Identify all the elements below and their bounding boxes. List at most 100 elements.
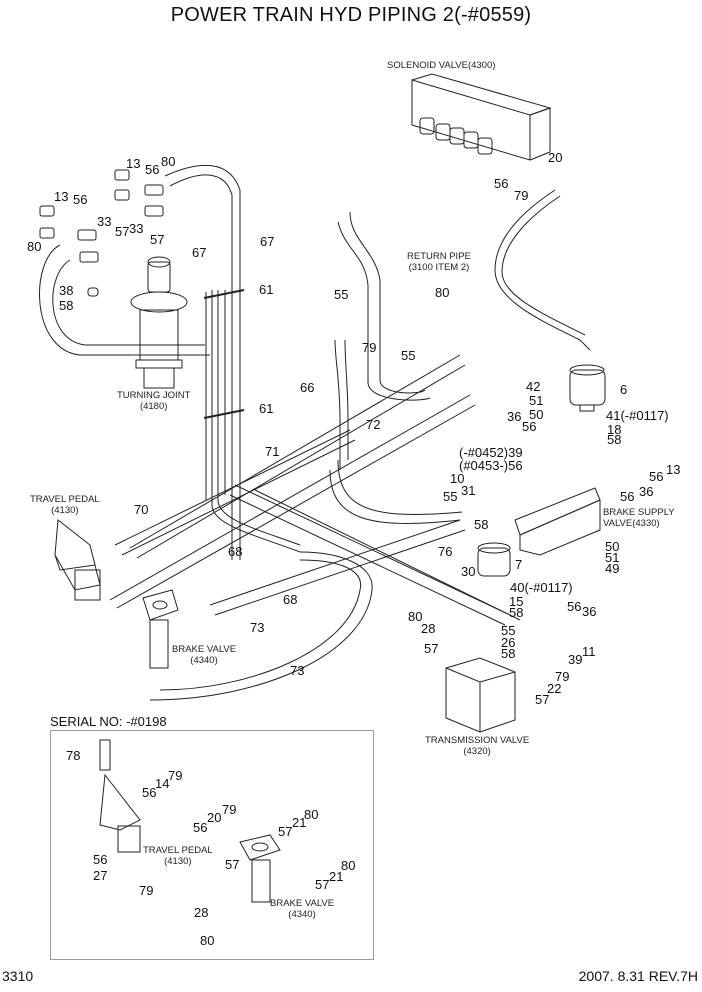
solenoid-valve-label: SOLENOID VALVE(4300) [387,60,496,71]
callout: 13 [126,156,141,171]
callout: (-#0452)39 [459,445,523,460]
callout: 58 [474,517,489,532]
callout: 56 [193,820,208,835]
callout: 57 [278,824,293,839]
turning-joint-label: TURNING JOINT (4180) [117,390,190,413]
callout: 38 [59,283,74,298]
return-pipe-shape [337,211,431,401]
callout: 11 [582,644,596,659]
callout: 56 [93,852,108,867]
callout: 20 [207,810,222,825]
inset-travel-pedal-label-line2: (4130) [164,856,192,868]
serial-number-label: SERIAL NO: -#0198 [50,714,167,729]
accumulator-6-shape [569,364,606,412]
callout: 80 [304,807,319,822]
inset-brake-valve-shape [239,834,281,903]
callout: 36 [582,604,597,619]
callout: 7 [515,557,523,572]
callout: 21 [329,869,344,884]
callout: 80 [435,285,450,300]
turning-joint-label-line1: TURNING JOINT [117,390,191,401]
callout: 57 [315,877,330,892]
turning-joint-label-line2: (4180) [139,401,168,413]
callout: 73 [250,620,265,635]
callout: 6 [620,382,628,397]
diagram-title: POWER TRAIN HYD PIPING 2(-#0559) [170,4,532,26]
callout: 79 [555,669,570,684]
brake-valve-label-line2: (4340) [190,655,218,667]
callout: 21 [292,815,307,830]
callout: 79 [514,188,529,203]
callout: 20 [548,150,563,165]
transmission-valve-shape [445,657,516,733]
callout: 41(-#0117) [606,408,669,423]
callout: 70 [134,502,149,517]
callout: 58 [59,298,74,313]
hose-left-loop [39,244,210,356]
callout: 55 [501,623,516,638]
callout: 56 [567,599,582,614]
return-pipe-label-line1: RETURN PIPE [407,251,471,262]
callout: 66 [300,380,315,395]
callout: 55 [401,348,416,363]
callout: 26 [501,635,516,650]
callout: 79 [362,340,377,355]
hose-crossings [109,339,521,701]
callout: 68 [283,592,298,607]
callout: 56 [522,419,537,434]
callout: 56 [142,785,157,800]
callout: 36 [507,409,522,424]
brake-supply-valve-label: BRAKE SUPPLY VALVE(4330) [603,507,675,530]
callout: 79 [139,883,154,898]
brake-supply-valve-label-line1: BRAKE SUPPLY [603,507,675,518]
callout: 68 [228,544,243,559]
callout: 80 [341,858,356,873]
callout: 67 [192,245,207,260]
callout: 78 [66,748,81,763]
turning-joint-shape [130,256,188,389]
callout: 28 [421,621,436,636]
inset-brake-valve-label: BRAKE VALVE (4340) [270,898,334,921]
brake-supply-valve-label-line2: VALVE(4330) [603,518,660,530]
hose-bundle-67 [164,164,301,560]
callout: 15 [509,594,524,609]
travel-pedal-label-line2: (4130) [51,505,79,517]
accumulator-7-shape [477,542,511,577]
callout: 50 [529,407,544,422]
callout: 61 [259,401,274,416]
callout: 58 [509,605,524,620]
callout: 13 [54,189,69,204]
callout: 58 [607,432,622,447]
inset-brake-valve-label-line2: (4340) [288,909,316,921]
fittings-upper-left [39,169,164,297]
date-revision: 2007. 8.31 REV.7H [578,968,698,984]
clamp-61-lower [203,409,245,419]
callout: 56 [649,469,664,484]
inset-brake-valve-label-line1: BRAKE VALVE [270,898,335,909]
inset-travel-pedal-label: TRAVEL PEDAL (4130) [143,845,213,868]
callout: 73 [290,663,305,678]
brake-supply-valve-shape [514,487,601,556]
solenoid-valve-shape [411,73,552,161]
callout: 13 [666,462,681,477]
travel-pedal-label-line1: TRAVEL PEDAL [30,494,100,505]
callout: 79 [222,802,237,817]
callout: 71 [265,444,280,459]
serial-inset-box [50,730,374,960]
brake-valve-shape [142,589,179,669]
transmission-valve-label-line1: TRANSMISSION VALVE [425,735,530,746]
callout: 67 [260,234,275,249]
callout: 31 [461,483,476,498]
callout: 80 [161,154,176,169]
callout: 22 [547,681,562,696]
callout: 57 [225,857,240,872]
callout: 56 [494,176,509,191]
callout: 28 [194,905,209,920]
callout: 49 [605,561,620,576]
callout: 36 [639,484,654,499]
clamp-61-upper [203,289,245,299]
callout: 33 [97,214,112,229]
callout: 18 [607,422,622,437]
hose-solenoid-return [494,189,591,351]
